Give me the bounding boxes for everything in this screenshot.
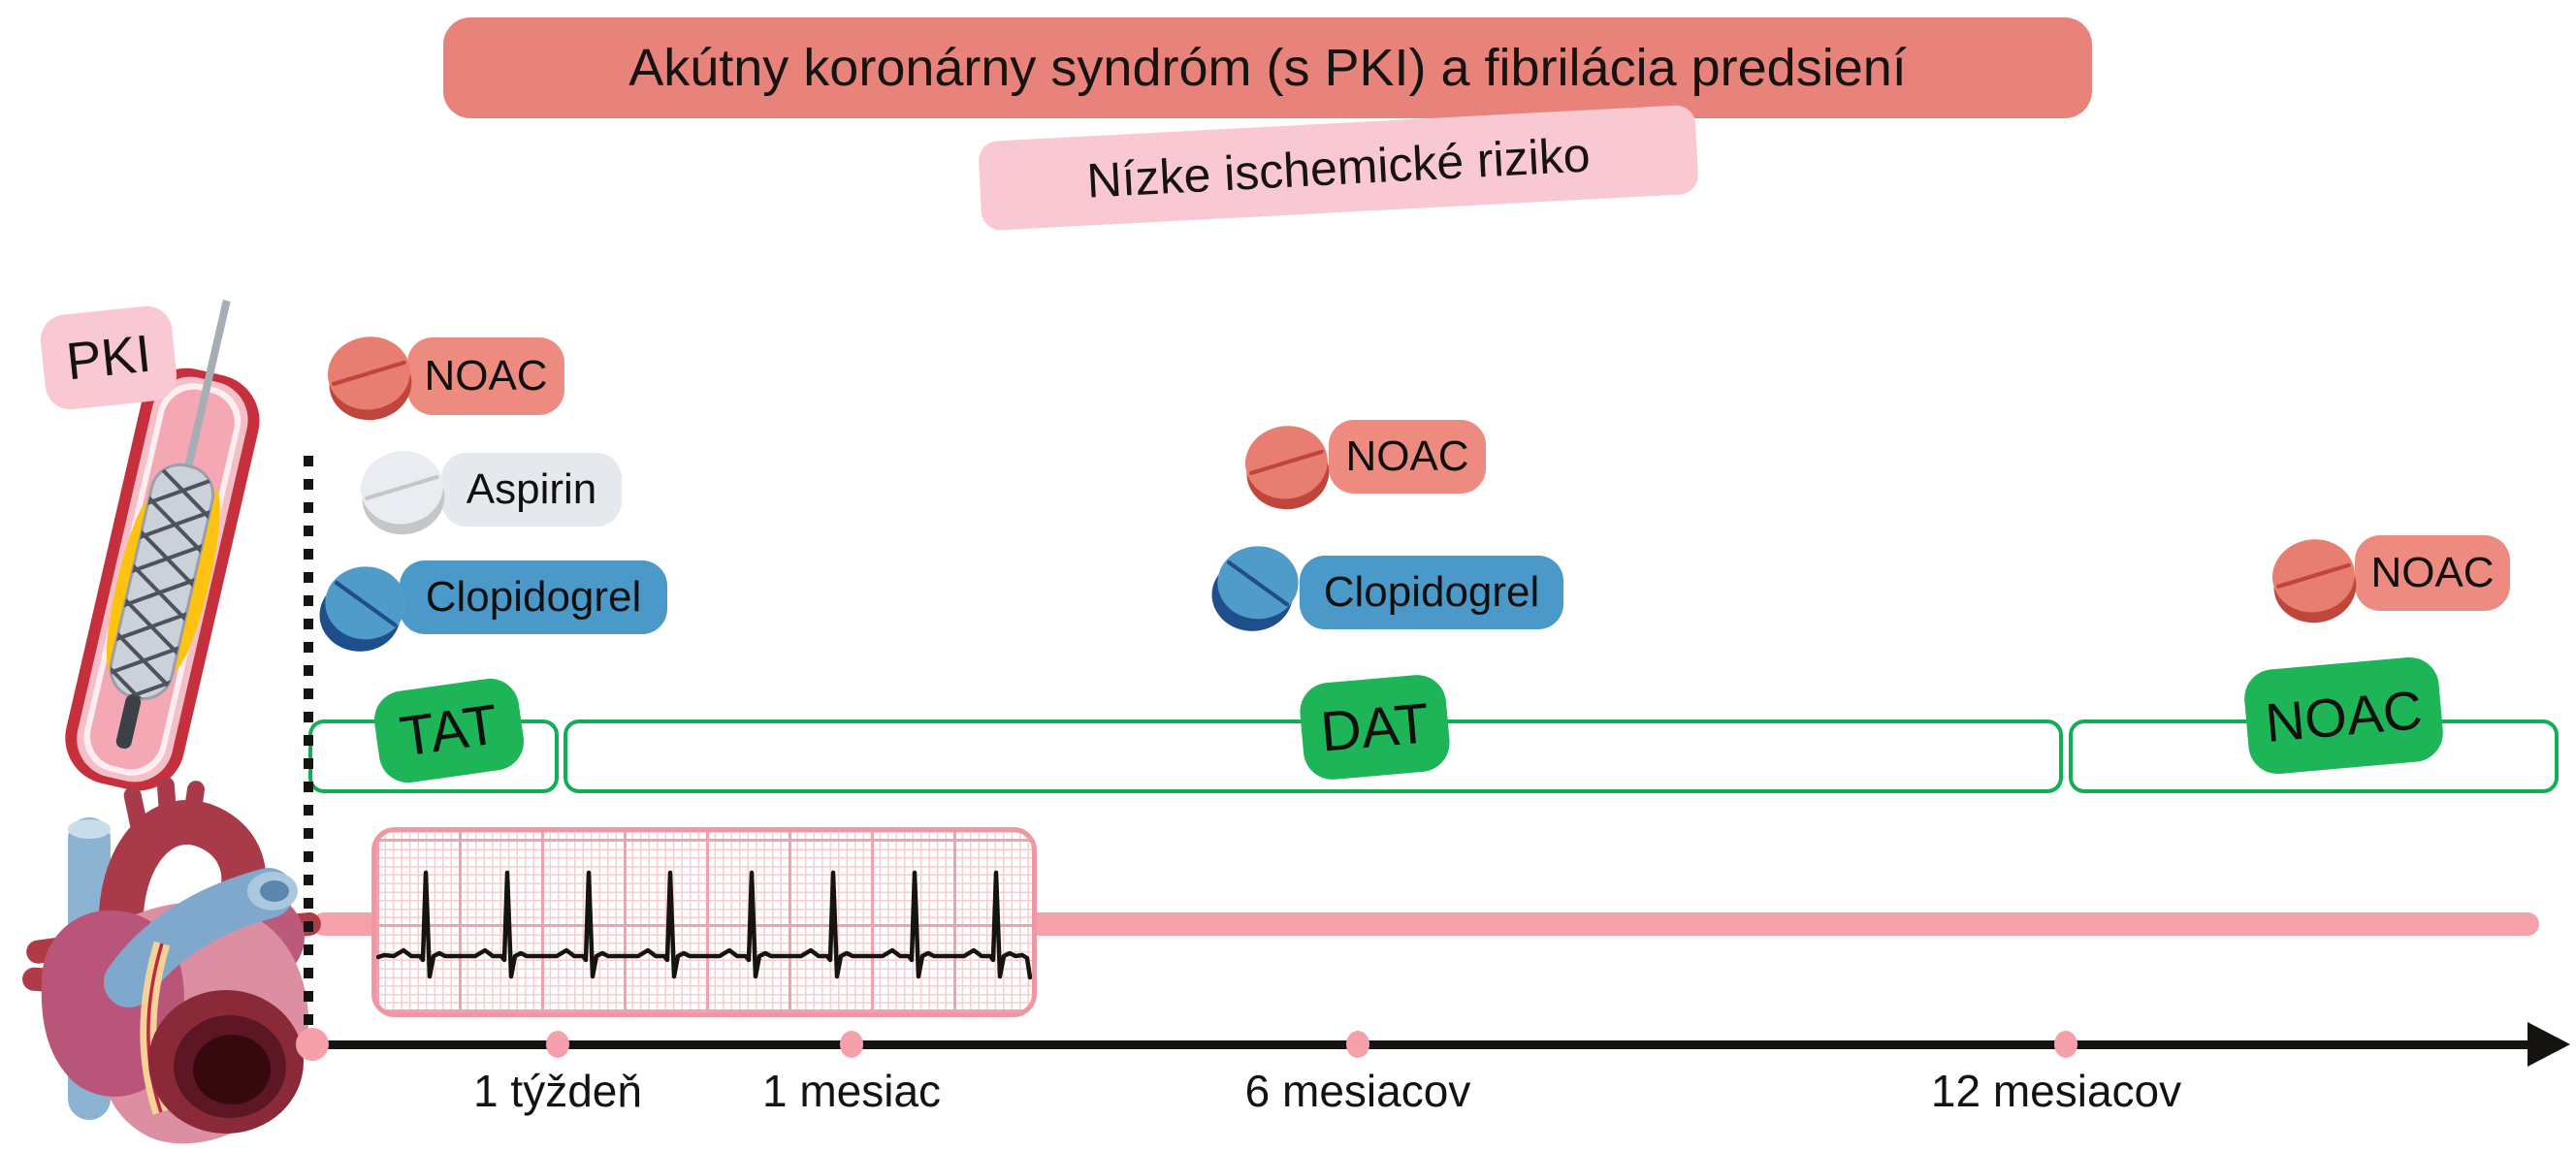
- phase-chip-dat: DAT: [1297, 672, 1453, 783]
- coronary-artery: [146, 943, 164, 1113]
- guidewire: [182, 300, 231, 477]
- heart-illustration: [22, 777, 321, 1144]
- timeline-label-12-months: 12 mesiacov: [1930, 1066, 2182, 1116]
- catheter-tip: [115, 694, 142, 750]
- timeline-dot-1-month: [840, 1031, 863, 1058]
- phase-chip-noac: NOAC: [2241, 655, 2446, 777]
- pill-icon-noac-initial: [328, 336, 412, 421]
- chip-noac-maintenance: NOAC: [2355, 535, 2510, 611]
- timeline-dot-12-months: [2054, 1031, 2077, 1058]
- chip-noac-initial: NOAC: [407, 337, 564, 415]
- timeline-axis: [308, 1040, 2535, 1049]
- ecg-trace: [376, 870, 1032, 980]
- chip-clopidogrel-dat: Clopidogrel: [1300, 556, 1563, 629]
- chip-clopidogrel-initial: Clopidogrel: [400, 560, 667, 634]
- pill-icon-noac-maintenance: [2272, 539, 2357, 623]
- timeline-dot-6-months: [1346, 1031, 1369, 1058]
- procedure-start-dashed-line: [304, 456, 313, 1038]
- subtitle-banner: Nízke ischemické riziko: [978, 104, 1699, 232]
- timeline-label-1-month: 1 mesiac: [761, 1066, 942, 1116]
- ecg-rhythm-strip: [371, 827, 1037, 1017]
- timeline-label-6-months: 6 mesiacov: [1244, 1066, 1471, 1116]
- chip-aspirin: Aspirin: [441, 453, 622, 527]
- timeline-label-1-week: 1 týždeň: [473, 1066, 642, 1116]
- timeline-dot-1-week: [546, 1031, 569, 1058]
- title-banner: Akútny koronárny syndróm (s PKI) a fibri…: [443, 17, 2092, 118]
- aorta: [98, 800, 267, 958]
- pill-icon-clopidogrel-initial: [319, 566, 406, 652]
- timeline-arrowhead-icon: [2528, 1022, 2570, 1067]
- chip-noac-dat: NOAC: [1329, 420, 1486, 494]
- timeline-dot-start: [296, 1028, 329, 1061]
- pill-icon-aspirin: [361, 451, 445, 535]
- pulmonary-artery: [104, 868, 294, 1007]
- pci-label: PKI: [38, 304, 179, 412]
- pill-icon-noac-dat: [1245, 426, 1330, 510]
- pill-icon-clopidogrel-dat: [1211, 546, 1299, 631]
- pci-stent-artery-illustration: [65, 300, 260, 791]
